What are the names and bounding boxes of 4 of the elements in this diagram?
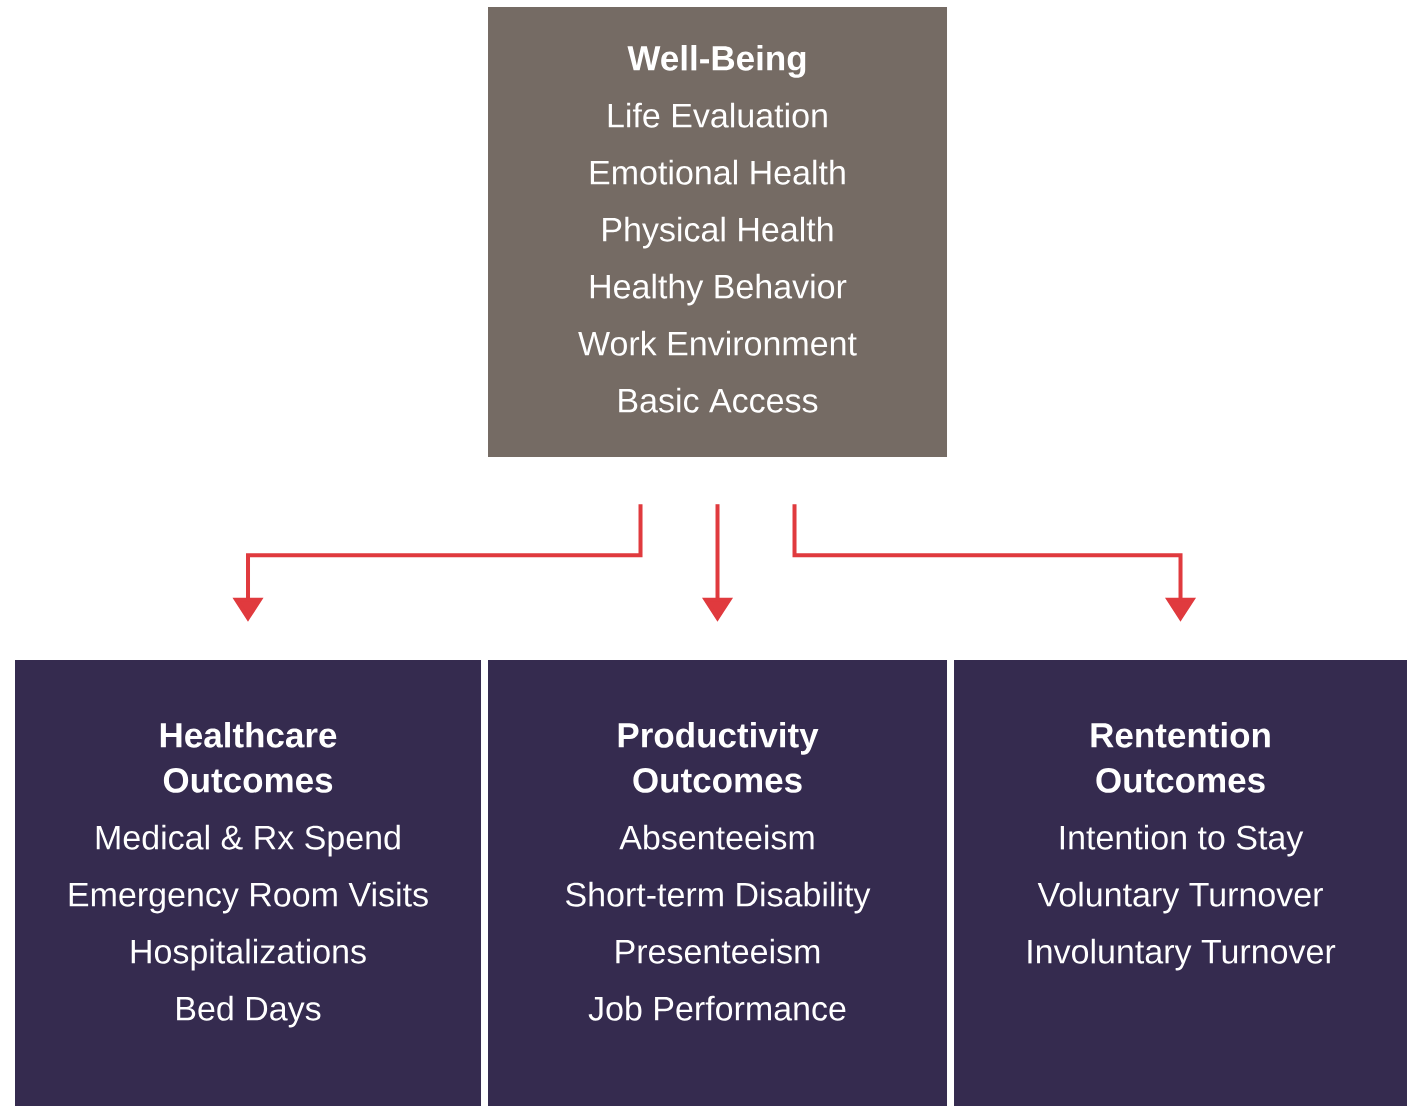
well-being-box: Well-Being Life Evaluation Emotional Health Physical Health Healthy Behavior Work Environment Basic Access <box>488 7 947 457</box>
outcome-box: Rentention Outcomes Intention to Stay Voluntary Turnover Involuntary Turnover <box>954 660 1407 1106</box>
outcome-box: Healthcare Outcomes Medical & Rx Spend Emergency Room Visits Hospitalizations Bed Days <box>15 660 481 1106</box>
outcome-box: Productivity Outcomes Absenteeism Short-term Disability Presenteeism Job Performance <box>488 660 947 1106</box>
